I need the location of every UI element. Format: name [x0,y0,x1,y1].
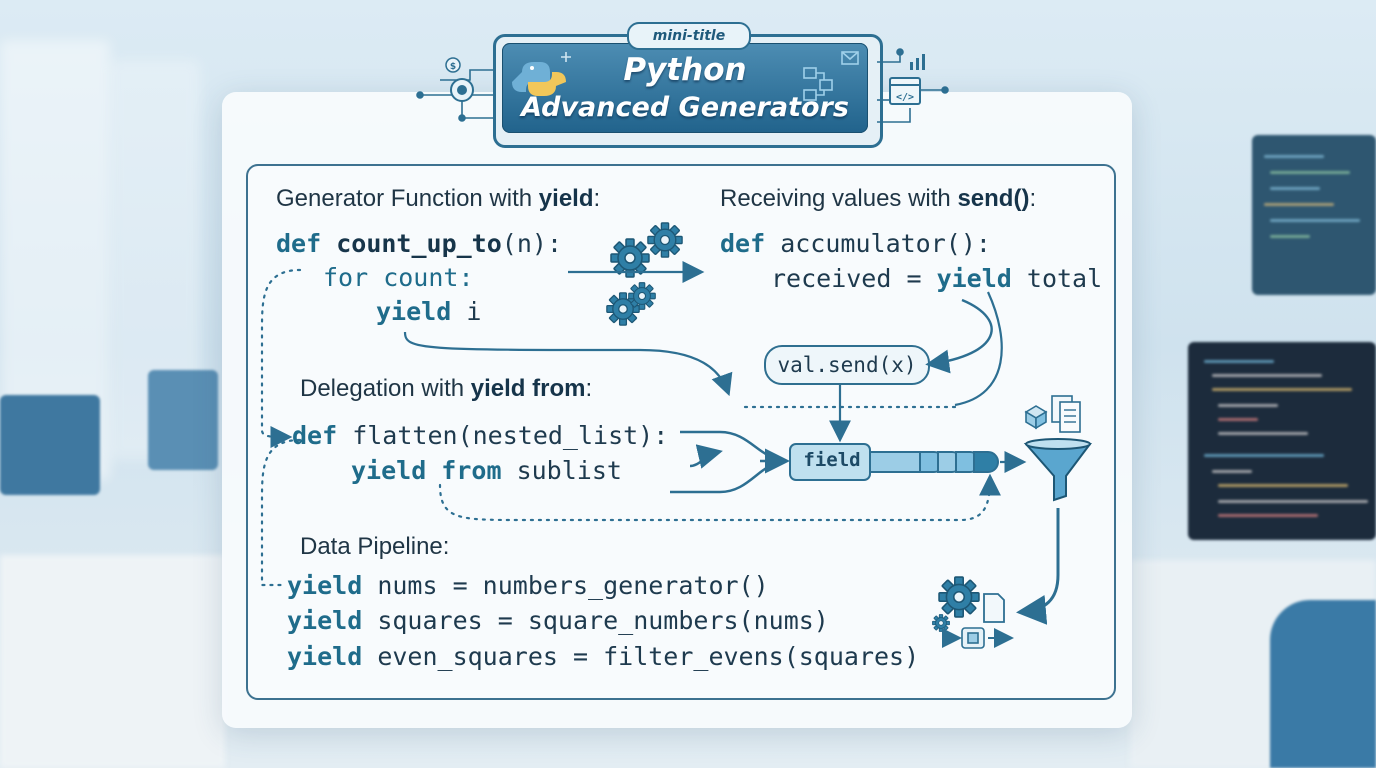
monitor-right-top [1252,135,1376,295]
send-heading: Receiving values with send(): [720,185,1037,212]
target-icon [450,78,474,102]
pipeline-code-line-1: yield nums = numbers_generator() [287,571,769,600]
gear-icon-top [647,222,683,258]
mini-title-badge: mini-title [627,22,751,50]
python-logo-icon [512,62,566,96]
documents-icon [1024,395,1081,433]
funnel-to-pipeline-arrow [1016,508,1060,625]
title-right-decoration [877,48,949,123]
left-dotted-loop-2 [260,438,302,587]
send-loop-curve-2 [954,291,1003,407]
page-title-line1: Python [623,52,747,88]
title-banner [502,43,868,133]
flow-diagram-icon [803,67,833,101]
gear-icon-small [628,282,656,310]
generator-code-line-3: yield i [376,297,482,326]
left-dotted-loop-1 [260,268,302,448]
send-code-line-1: def accumulator(): [720,229,991,258]
send-loop-curve-1 [925,298,993,374]
generator-to-delegation-curve [403,331,733,397]
pipeline-code-line-3: yield even_squares = filter_evens(square… [287,642,920,671]
document-icon [983,593,1005,623]
delegation-dotted-return [438,473,1001,522]
chip-icon [961,627,985,649]
generator-code-line-1: def count_up_to(n): [276,229,563,258]
funnel-icon [1023,438,1092,502]
gear-icon-pipeline [938,576,980,618]
code-window-icon: </> [889,77,921,105]
field-pipe [789,443,999,481]
bar-chart-icon [910,54,925,70]
merge-pipe-icon [670,430,790,494]
monitor-left-2 [148,370,218,470]
monitor-right-code [1188,342,1376,540]
sparkle-icon [561,52,571,62]
dollar-icon: $ [445,57,461,73]
field-pipe-label: field [803,449,861,471]
generator-heading: Generator Function with yield: [276,185,601,212]
desk-left [0,555,225,768]
monitor-left [0,395,100,495]
gear-icon-pipeline-small [932,614,950,632]
delegation-heading: Delegation with yield from: [300,375,593,402]
mail-icon [841,51,859,65]
page-title-line2: Advanced Generators [521,92,849,123]
send-code-line-2: received = yield total [771,264,1103,293]
dollar-glyph: $ [450,62,456,72]
code-window-glyph: </> [896,92,914,103]
delegation-code-line-2: yield from sublist [351,456,622,485]
pipeline-heading: Data Pipeline: [300,533,450,560]
pipeline-code-line-2: yield squares = square_numbers(nums) [287,606,829,635]
chair-right [1270,600,1376,768]
send-call-pill: val.send(x) [764,345,930,385]
delegation-code-line-1: def flatten(nested_list): [292,421,669,450]
generator-code-line-2: for count: [323,263,474,292]
